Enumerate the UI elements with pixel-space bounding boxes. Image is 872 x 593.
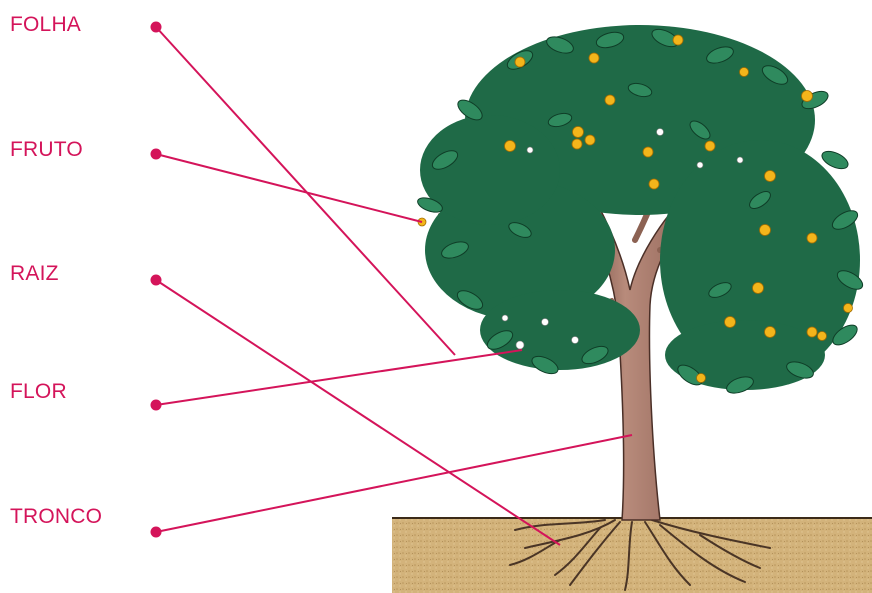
connector-flor	[156, 350, 522, 405]
connector-folha	[156, 27, 455, 355]
dot-tronco	[151, 527, 162, 538]
label-fruto: FRUTO	[10, 139, 83, 160]
connector-fruto	[156, 154, 422, 222]
connector-dots	[151, 22, 162, 538]
dot-fruto	[151, 149, 162, 160]
dot-flor	[151, 400, 162, 411]
soil	[392, 518, 872, 593]
label-flor: FLOR	[10, 381, 67, 402]
dot-raiz	[151, 275, 162, 286]
label-tronco: TRONCO	[10, 506, 102, 527]
label-folha: FOLHA	[10, 14, 81, 35]
label-raiz: RAIZ	[10, 263, 59, 284]
dot-folha	[151, 22, 162, 33]
